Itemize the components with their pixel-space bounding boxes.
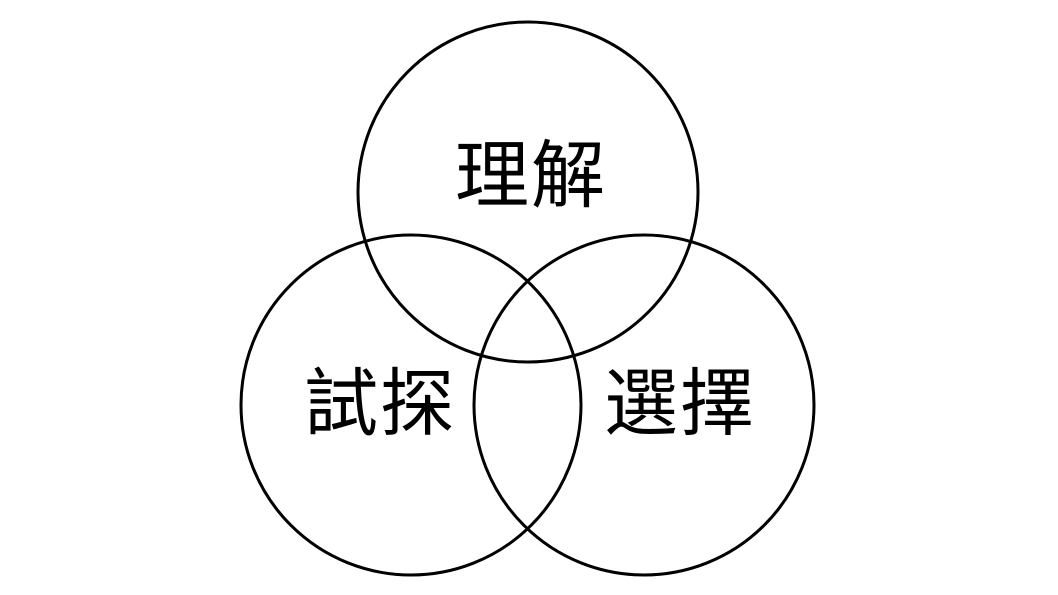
venn-circle-bottom-left[interactable] bbox=[239, 233, 583, 577]
venn-circle-bottom-right[interactable] bbox=[472, 233, 816, 577]
venn-label-bottom-left: 試探 bbox=[304, 361, 456, 447]
venn-circle-top[interactable] bbox=[356, 20, 700, 364]
venn-label-top: 理解 bbox=[455, 133, 607, 219]
venn-label-bottom-right: 選擇 bbox=[604, 361, 756, 447]
